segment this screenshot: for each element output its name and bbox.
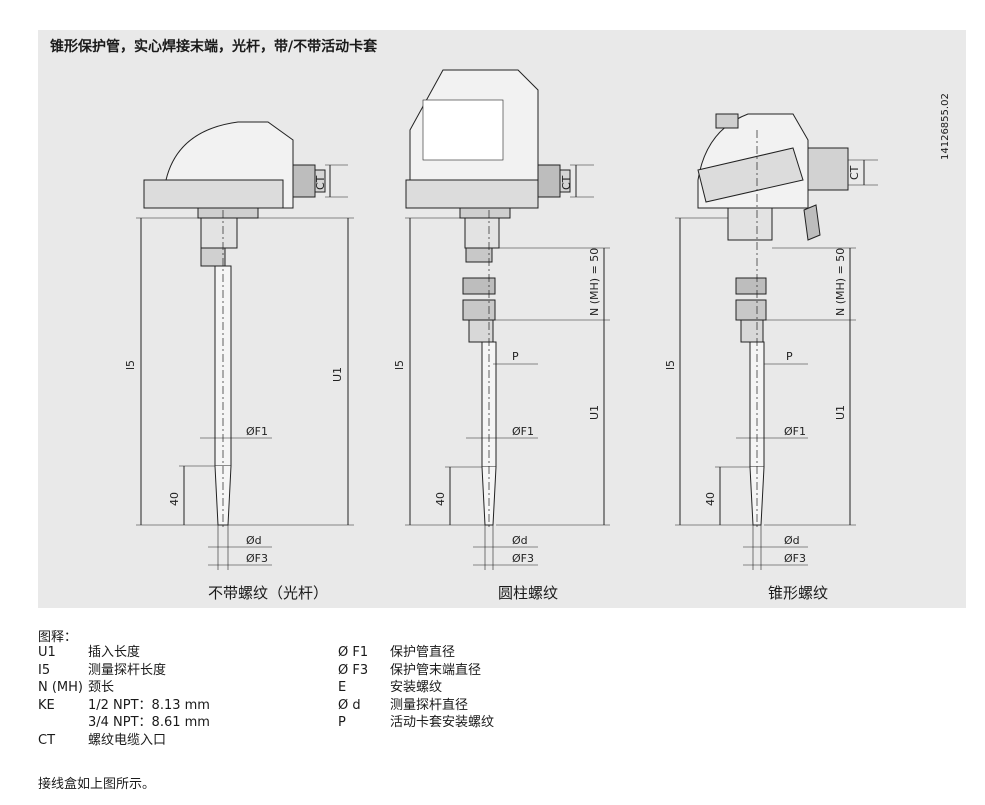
dim-l5-1: l5 xyxy=(124,360,137,370)
caption-cylindrical: 圆柱螺纹 xyxy=(497,584,558,602)
legend-description: 保护管末端直径 xyxy=(390,662,482,678)
legend-symbol: E xyxy=(338,680,347,695)
legend-row: P 活动卡套安装螺纹 xyxy=(338,714,638,732)
dim-ct-2: CT xyxy=(560,175,573,190)
legend-description: 插入长度 xyxy=(88,645,141,660)
legend-row: E 安装螺纹 xyxy=(338,679,638,697)
legend-symbol: N (MH) xyxy=(38,680,83,695)
figure-tapered xyxy=(675,113,878,570)
dim-40-3: 40 xyxy=(704,492,717,506)
legend-heading: 图释： xyxy=(38,630,78,645)
legend-row: 3/4 NPT：8.61 mm xyxy=(38,714,328,732)
dim-ct-1: CT xyxy=(314,175,327,190)
dim-40-1: 40 xyxy=(168,492,181,506)
dim-l5-2: l5 xyxy=(393,360,406,370)
dim-l5-3: l5 xyxy=(664,360,677,370)
legend-description: 活动卡套安装螺纹 xyxy=(390,715,495,730)
legend-description: 螺纹电缆入口 xyxy=(88,732,167,748)
legend-row: KE 1/2 NPT：8.13 mm xyxy=(38,697,328,715)
dim-u1-1: U1 xyxy=(331,367,344,382)
legend-description: 3/4 NPT：8.61 mm xyxy=(88,715,210,730)
legend-description: 测量探杆直径 xyxy=(390,697,469,713)
dim-f3-1: ØF3 xyxy=(246,552,268,565)
dim-u1-2: U1 xyxy=(588,405,601,420)
legend-left: U1 插入长度 I5 测量探杆长度 N (MH) 颈长 KE 1/2 NPT：8.13 … xyxy=(38,644,328,749)
figure-plain xyxy=(136,121,354,570)
dim-d-2: Ød xyxy=(512,534,528,547)
legend-row: CT 螺纹电缆入口 xyxy=(38,732,328,750)
legend-symbol: U1 xyxy=(38,645,56,660)
drawing-panel: 锥形保护管，实心焊接末端，光杆，带/不带活动卡套 xyxy=(38,30,966,608)
legend-symbol: Ø F1 xyxy=(338,645,369,660)
legend-row: Ø F1 保护管直径 xyxy=(338,644,638,662)
legend-description: 测量探杆长度 xyxy=(88,662,167,678)
legend-row: Ø d 测量探杆直径 xyxy=(338,697,638,715)
dim-d-3: Ød xyxy=(784,534,800,547)
dim-n-2: N (MH) = 50 xyxy=(588,248,601,316)
legend-row: U1 插入长度 xyxy=(38,644,328,662)
dim-f3-3: ØF3 xyxy=(784,552,806,565)
legend-symbol: Ø d xyxy=(338,697,361,713)
dim-f1-2: ØF1 xyxy=(512,425,534,438)
document-code: 14126855.02 xyxy=(940,93,951,160)
legend-right: Ø F1 保护管直径 Ø F3 保护管末端直径 E 安装螺纹 Ø d 测量探杆直径 P 活… xyxy=(338,644,638,732)
legend-symbol: CT xyxy=(38,732,56,748)
figure-cylindrical xyxy=(405,69,610,570)
dim-f1-1: ØF1 xyxy=(246,425,268,438)
legend-row: Ø F3 保护管末端直径 xyxy=(338,662,638,680)
panel-title: 锥形保护管，实心焊接末端，光杆，带/不带活动卡套 xyxy=(50,39,378,55)
dim-40-2: 40 xyxy=(434,492,447,506)
technical-drawing: l5 40 U1 CT ØF1 Ød ØF3 l5 40 U1 N (MH) =… xyxy=(124,69,878,570)
footer-note: 接线盒如上图所示。 xyxy=(38,777,156,792)
dim-u1-3: U1 xyxy=(834,405,847,420)
dim-f1-3: ØF1 xyxy=(784,425,806,438)
caption-plain: 不带螺纹（光杆） xyxy=(207,584,328,602)
legend-description: 颈长 xyxy=(88,680,115,695)
dim-p-2: P xyxy=(512,350,519,363)
legend-description: 1/2 NPT：8.13 mm xyxy=(88,697,210,713)
dim-f3-2: ØF3 xyxy=(512,552,534,565)
legend-row: I5 测量探杆长度 xyxy=(38,662,328,680)
caption-tapered: 锥形螺纹 xyxy=(767,584,828,602)
dim-ct-3: CT xyxy=(848,165,861,180)
dim-n-3: N (MH) = 50 xyxy=(834,248,847,316)
legend-symbol: KE xyxy=(38,697,55,713)
legend-symbol: I5 xyxy=(38,662,51,678)
dim-d-1: Ød xyxy=(246,534,262,547)
legend-symbol: P xyxy=(338,715,346,730)
legend-description: 安装螺纹 xyxy=(390,680,443,695)
dim-p-3: P xyxy=(786,350,793,363)
legend-symbol: Ø F3 xyxy=(338,662,369,678)
legend-row: N (MH) 颈长 xyxy=(38,679,328,697)
legend-description: 保护管直径 xyxy=(390,645,456,660)
